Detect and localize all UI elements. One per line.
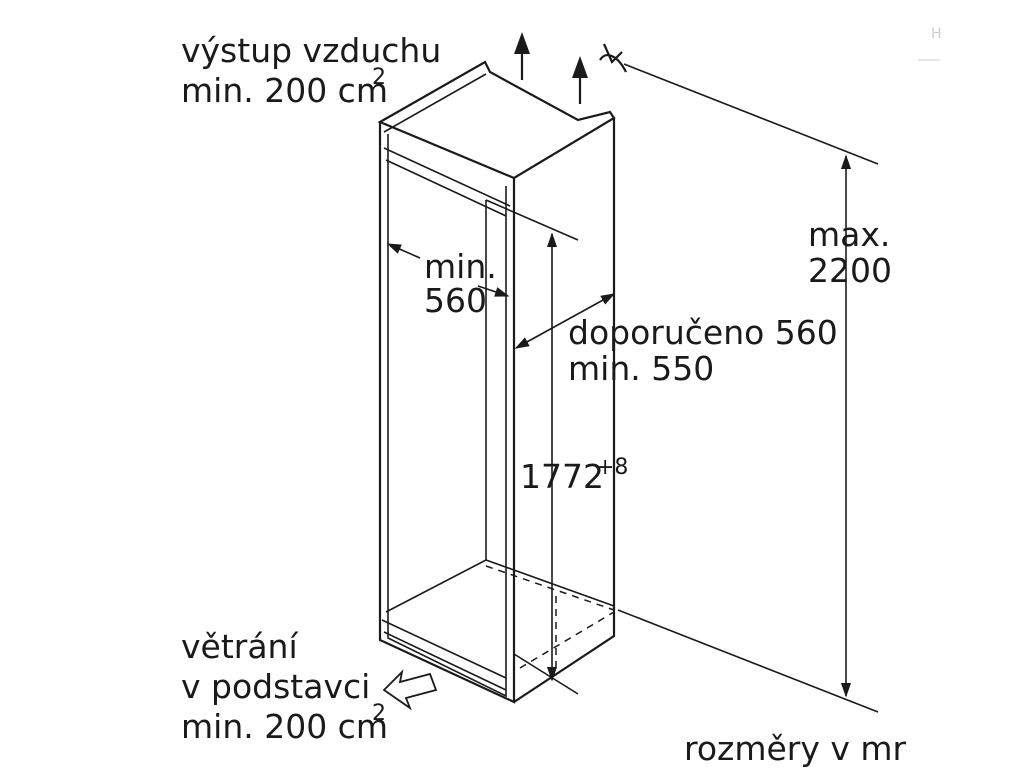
cabinet-side-panel xyxy=(513,118,616,703)
units-note: rozměry v mr xyxy=(684,729,907,768)
niche-cabinet xyxy=(377,60,616,704)
depth-label-line2: min. 550 xyxy=(568,349,714,388)
air-outlet-arrow-icon xyxy=(514,32,530,80)
niche-height-value: 1772 xyxy=(520,457,604,496)
min-width-label: min. 560 xyxy=(424,247,497,320)
width-arrow-left xyxy=(386,243,421,259)
max-height-label: max. 2200 xyxy=(808,215,892,290)
niche-height-label: 1772 +8 xyxy=(520,455,628,496)
max-height-label-line2: 2200 xyxy=(808,251,892,290)
cabinet-top-face xyxy=(377,60,616,180)
cabinet-front-frame xyxy=(378,122,516,704)
extension-line xyxy=(513,653,579,695)
depth-dimension-line xyxy=(514,293,616,349)
extension-line xyxy=(485,199,579,241)
dimension-min-width xyxy=(386,243,510,297)
dimension-max-height xyxy=(617,63,879,713)
cabinet-front-inner-frame xyxy=(387,134,507,698)
min-width-label-line2: 560 xyxy=(424,281,487,320)
air-outlet-label-line2: min. 200 cm xyxy=(181,71,388,110)
width-arrow-right xyxy=(477,285,510,297)
base-vent-label-line1: větrání xyxy=(181,627,299,666)
base-vent-label: větrání v podstavci min. 200 cm 2 xyxy=(181,627,388,746)
hidden-edge xyxy=(519,611,615,669)
max-height-label-line1: max. xyxy=(808,215,890,254)
air-outlet-arrow-icon xyxy=(572,56,588,104)
base-vent-label-line2: v podstavci xyxy=(181,667,370,706)
cabinet-top-rail-edge xyxy=(383,147,511,207)
cabinet-bottom-plate xyxy=(385,559,615,613)
corner-glyph: H xyxy=(931,26,942,42)
dimension-depth xyxy=(514,293,616,349)
niche-height-tolerance: +8 xyxy=(596,455,628,480)
air-outlet-label-superscript: 2 xyxy=(372,65,386,90)
airflow-curved-arrow-icon xyxy=(599,43,627,73)
base-vent-arrow-icon xyxy=(382,669,438,711)
depth-label: doporučeno 560 min. 550 xyxy=(568,313,838,388)
dimension-niche-height xyxy=(485,199,579,695)
base-vent-label-line3: min. 200 cm xyxy=(181,707,388,746)
cabinet-bottom-rail-edge xyxy=(381,619,507,679)
depth-label-line1: doporučeno 560 xyxy=(568,313,838,352)
min-width-label-line1: min. xyxy=(424,247,497,286)
cabinet-top-rail-edge xyxy=(385,159,507,217)
extension-line xyxy=(617,609,879,713)
cabinet-top-inner-edge xyxy=(383,73,487,133)
cabinet-bottom-rail-edge xyxy=(383,631,507,691)
air-outlet-arrows xyxy=(514,32,627,104)
extension-line xyxy=(623,63,879,165)
corner-artifact: H xyxy=(918,26,942,61)
air-outlet-label: výstup vzduchu min. 200 cm 2 xyxy=(181,31,441,110)
base-vent-label-superscript: 2 xyxy=(372,701,386,726)
air-outlet-label-line1: výstup vzduchu xyxy=(181,31,441,70)
